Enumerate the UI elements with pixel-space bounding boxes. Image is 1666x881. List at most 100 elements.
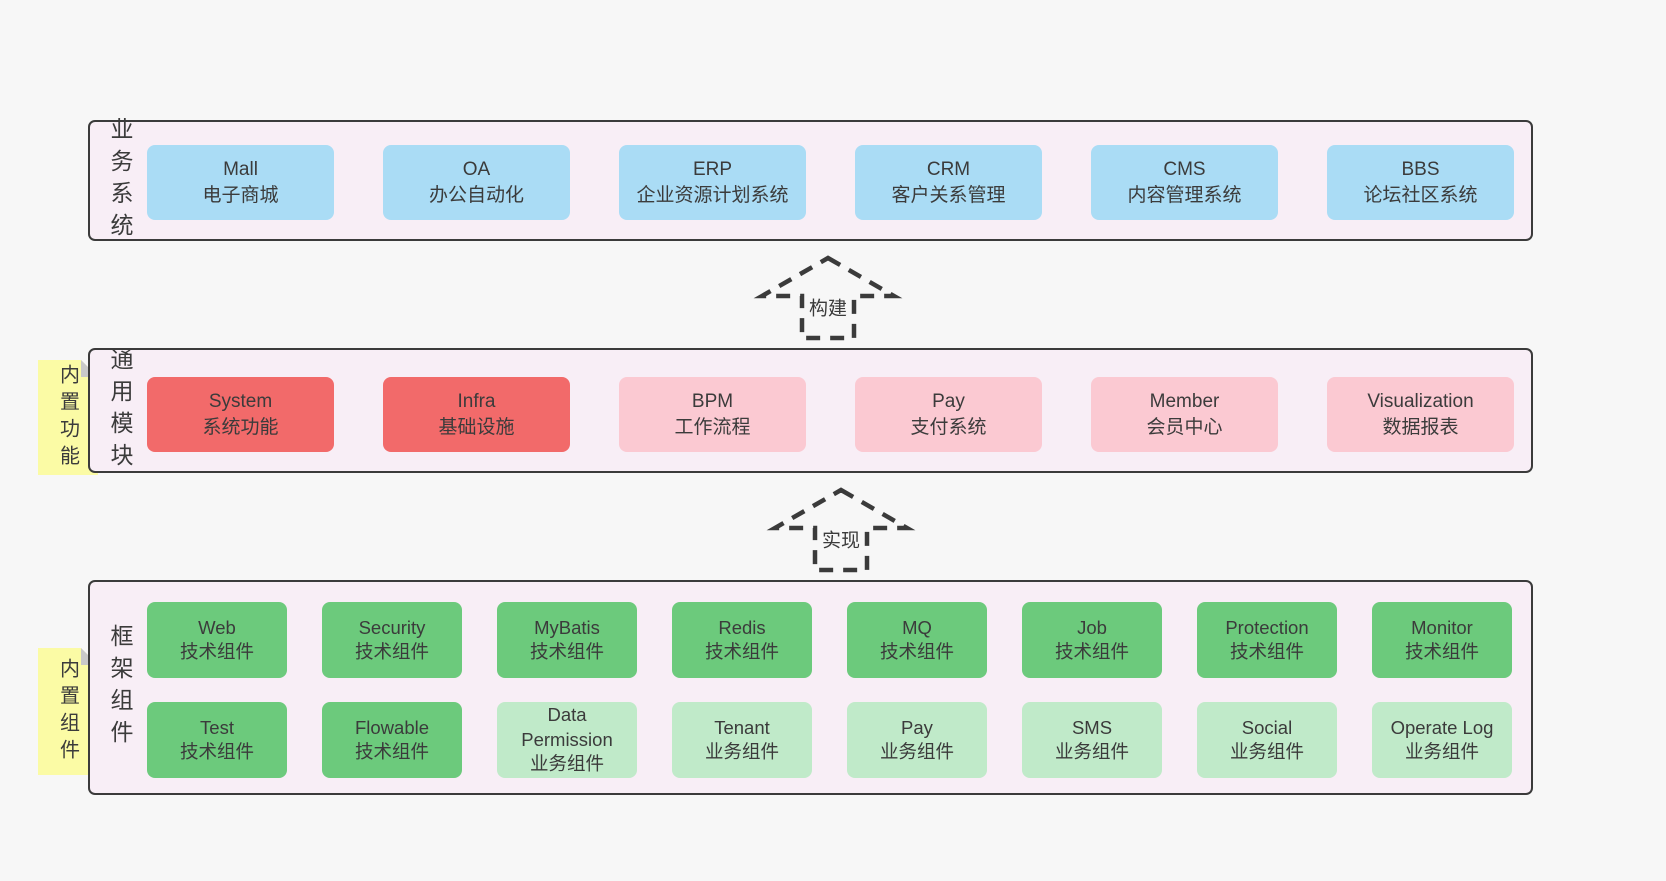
node-title: Flowable xyxy=(354,716,430,738)
arrow-label-implement: 实现 xyxy=(818,524,864,554)
node-sms: SMS 业务组件 xyxy=(1022,702,1162,778)
node-subtitle: 内容管理系统 xyxy=(1127,184,1242,206)
node-title: SMS xyxy=(1071,716,1113,738)
layer-label-common-modules: 通用模块 xyxy=(107,346,133,475)
node-subtitle: 技术组件 xyxy=(1229,641,1304,662)
node-title: Job xyxy=(1077,616,1107,638)
node-crm: CRM 客户关系管理 xyxy=(855,145,1042,220)
node-subtitle: 技术组件 xyxy=(179,641,254,662)
node-subtitle: 办公自动化 xyxy=(428,184,524,206)
arrow-label-build: 构建 xyxy=(805,292,851,322)
node-test: Test 技术组件 xyxy=(147,702,287,778)
node-title: CRM xyxy=(926,159,971,181)
sticky-note-text: 内置功能 xyxy=(56,363,79,472)
node-job: Job 技术组件 xyxy=(1022,602,1162,678)
node-cms: CMS 内容管理系统 xyxy=(1091,145,1278,220)
node-mall: Mall 电子商城 xyxy=(147,145,334,220)
node-title: MyBatis xyxy=(534,616,600,638)
node-title: Social xyxy=(1241,716,1293,738)
node-visualization: Visualization 数据报表 xyxy=(1327,377,1514,452)
node-title: Monitor xyxy=(1411,616,1473,638)
node-subtitle: 业务组件 xyxy=(879,741,954,762)
node-redis: Redis 技术组件 xyxy=(672,602,812,678)
node-social: Social 业务组件 xyxy=(1197,702,1337,778)
node-title: Operate Log xyxy=(1390,716,1494,738)
node-title: Data Permission xyxy=(521,704,613,750)
node-infra: Infra 基础设施 xyxy=(383,377,570,452)
node-bbs: BBS 论坛社区系统 xyxy=(1327,145,1514,220)
node-data-permission: Data Permission 业务组件 xyxy=(497,702,637,778)
node-title: ERP xyxy=(692,159,733,181)
node-subtitle: 技术组件 xyxy=(179,741,254,762)
node-subtitle: 业务组件 xyxy=(529,753,604,775)
node-subtitle: 技术组件 xyxy=(704,641,779,662)
dashed-up-arrow-icon xyxy=(766,487,916,573)
node-subtitle: 支付系统 xyxy=(910,416,987,438)
node-subtitle: 数据报表 xyxy=(1382,416,1459,438)
node-subtitle: 会员中心 xyxy=(1146,416,1223,438)
node-subtitle: 企业资源计划系统 xyxy=(636,184,789,206)
node-title: BPM xyxy=(691,391,734,413)
node-bpm: BPM 工作流程 xyxy=(619,377,806,452)
node-security: Security 技术组件 xyxy=(322,602,462,678)
node-title: BBS xyxy=(1401,159,1440,181)
node-title: Redis xyxy=(718,616,766,638)
business-systems-grid: Mall 电子商城 OA 办公自动化 ERP 企业资源计划系统 CRM 客户关系管理 CMS 内容… xyxy=(147,145,1514,220)
node-subtitle: 论坛社区系统 xyxy=(1363,184,1478,206)
node-subtitle: 业务组件 xyxy=(1404,741,1479,762)
node-subtitle: 基础设施 xyxy=(438,416,515,438)
node-subtitle: 技术组件 xyxy=(354,641,429,662)
node-title: Pay xyxy=(932,391,965,413)
node-subtitle: 技术组件 xyxy=(1404,641,1479,662)
node-mq: MQ 技术组件 xyxy=(847,602,987,678)
node-subtitle: 技术组件 xyxy=(1054,641,1129,662)
layer-label-framework-components: 框架组件 xyxy=(107,623,133,752)
node-system: System 系统功能 xyxy=(147,377,334,452)
panel-business-systems: 业务系统 Mall 电子商城 OA 办公自动化 ERP 企业资源计划系统 CRM 客户关系管理… xyxy=(88,117,1533,245)
node-title: MQ xyxy=(902,616,932,638)
node-title: Test xyxy=(200,716,234,738)
node-title: CMS xyxy=(1163,159,1206,181)
node-member: Member 会员中心 xyxy=(1091,377,1278,452)
node-flowable: Flowable 技术组件 xyxy=(322,702,462,778)
node-subtitle: 技术组件 xyxy=(879,641,954,662)
arrow-build: 构建 xyxy=(753,255,903,341)
node-operate-log: Operate Log 业务组件 xyxy=(1372,702,1512,778)
node-title: Tenant xyxy=(714,716,770,738)
common-modules-grid: System 系统功能 Infra 基础设施 BPM 工作流程 Pay 支付系统 Member 会… xyxy=(147,377,1514,452)
node-mybatis: MyBatis 技术组件 xyxy=(497,602,637,678)
node-title: Mall xyxy=(223,159,258,181)
node-title: Security xyxy=(358,616,426,638)
node-title: Pay xyxy=(901,716,933,738)
node-protection: Protection 技术组件 xyxy=(1197,602,1337,678)
node-subtitle: 工作流程 xyxy=(674,416,751,438)
node-subtitle: 业务组件 xyxy=(1054,741,1129,762)
node-subtitle: 业务组件 xyxy=(1229,741,1304,762)
node-web: Web 技术组件 xyxy=(147,602,287,678)
arrow-implement: 实现 xyxy=(766,487,916,573)
node-monitor: Monitor 技术组件 xyxy=(1372,602,1512,678)
node-title: Web xyxy=(198,616,236,638)
node-title: Visualization xyxy=(1367,391,1474,413)
sticky-note-text: 内置组件 xyxy=(56,657,79,766)
node-subtitle: 客户关系管理 xyxy=(891,184,1006,206)
node-pay: Pay 支付系统 xyxy=(855,377,1042,452)
layer-label-business-systems: 业务系统 xyxy=(107,116,133,245)
node-title: OA xyxy=(462,159,491,181)
node-title: Protection xyxy=(1225,616,1309,638)
node-oa: OA 办公自动化 xyxy=(383,145,570,220)
node-pay: Pay 业务组件 xyxy=(847,702,987,778)
node-subtitle: 技术组件 xyxy=(354,741,429,762)
node-subtitle: 系统功能 xyxy=(202,416,279,438)
node-subtitle: 技术组件 xyxy=(529,641,604,662)
node-title: Member xyxy=(1149,391,1220,413)
framework-components-row-2: Test 技术组件 Flowable 技术组件 Data Permission 业务组件 T… xyxy=(147,702,1512,778)
node-title: Infra xyxy=(457,391,496,413)
node-title: System xyxy=(208,391,273,413)
node-subtitle: 电子商城 xyxy=(202,184,279,206)
node-erp: ERP 企业资源计划系统 xyxy=(619,145,806,220)
